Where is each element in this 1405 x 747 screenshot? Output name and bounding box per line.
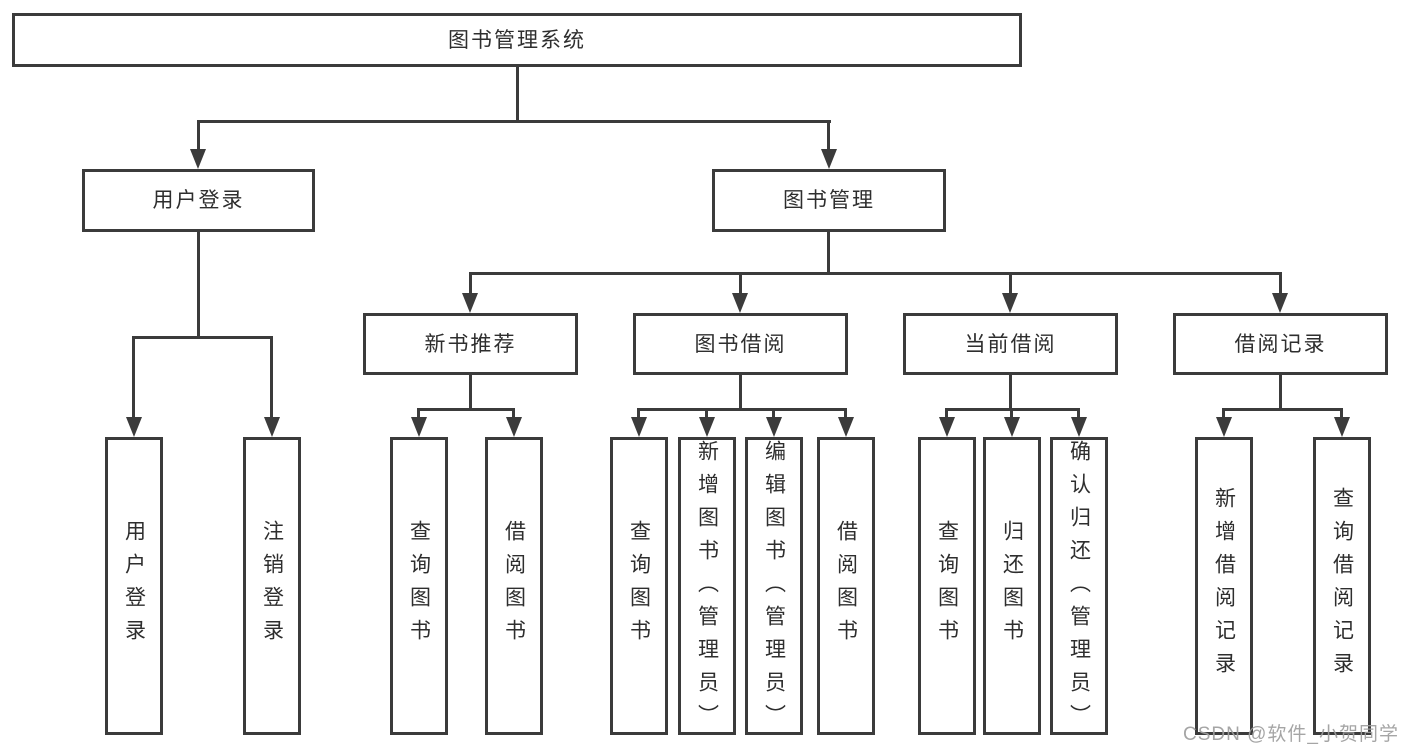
arrowhead-down-icon [1272,293,1288,313]
leaf-query-books-current: 查询图书 [918,437,976,735]
leaf-query-borrow-record: 查询借阅记录 [1313,437,1371,735]
node-book-borrowing: 图书借阅 [633,313,848,375]
leaf-return-books: 归还图书 [983,437,1041,735]
leaf-borrow-books-recommend: 借阅图书 [485,437,543,735]
connector-line [197,120,831,123]
connector-line [469,272,472,294]
connector-line [1077,408,1080,418]
connector-line [637,408,640,418]
connector-line [512,408,515,418]
leaf-logout: 注销登录 [243,437,301,735]
leaf-user-login: 用户登录 [105,437,163,735]
node-current-borrowing: 当前借阅 [903,313,1118,375]
arrowhead-down-icon [126,417,142,437]
arrowhead-down-icon [1334,417,1350,437]
connector-line [197,120,200,150]
leaf-query-books-recommend: 查询图书 [390,437,448,735]
node-book-management: 图书管理 [712,169,946,232]
node-user-login: 用户登录 [82,169,315,232]
arrowhead-down-icon [1002,293,1018,313]
connector-line [469,375,472,408]
connector-line [1279,375,1282,408]
connector-line [1010,408,1013,418]
connector-line [945,408,948,418]
arrowhead-down-icon [631,417,647,437]
leaf-add-books-admin: 新增图书（管理员） [678,437,736,737]
arrowhead-down-icon [462,293,478,313]
connector-line [417,408,420,418]
leaf-edit-books-admin: 编辑图书（管理员） [745,437,803,737]
arrowhead-down-icon [699,417,715,437]
connector-line [1222,408,1343,411]
connector-line [132,336,135,418]
arrowhead-down-icon [411,417,427,437]
connector-line [1222,408,1225,418]
connector-line [133,336,273,339]
arrowhead-down-icon [1071,417,1087,437]
connector-line [1009,272,1012,294]
connector-line [417,408,515,411]
leaf-borrow-books: 借阅图书 [817,437,875,735]
connector-line [827,232,830,272]
connector-line [270,336,273,418]
connector-line [1009,375,1012,408]
arrowhead-down-icon [838,417,854,437]
leaf-query-books-borrowing: 查询图书 [610,437,668,735]
arrowhead-down-icon [732,293,748,313]
connector-line [1279,272,1282,294]
node-root-system: 图书管理系统 [12,13,1022,67]
connector-line [739,272,742,294]
csdn-watermark: CSDN @软件_小贺同学 [1183,724,1399,745]
connector-line [469,272,1281,275]
leaf-add-borrow-record: 新增借阅记录 [1195,437,1253,735]
connector-line [1340,408,1343,418]
arrowhead-down-icon [190,149,206,169]
node-new-book-recommend: 新书推荐 [363,313,578,375]
arrowhead-down-icon [821,149,837,169]
arrowhead-down-icon [1004,417,1020,437]
arrowhead-down-icon [264,417,280,437]
connector-line [516,67,519,121]
connector-line [827,120,830,150]
arrowhead-down-icon [1216,417,1232,437]
connector-line [844,408,847,418]
connector-line [739,375,742,408]
connector-line [705,408,708,418]
leaf-confirm-return-admin: 确认归还（管理员） [1050,437,1108,737]
connector-line [637,408,846,411]
connector-line [197,232,200,336]
arrowhead-down-icon [766,417,782,437]
connector-line [772,408,775,418]
arrowhead-down-icon [939,417,955,437]
node-borrowing-records: 借阅记录 [1173,313,1388,375]
arrowhead-down-icon [506,417,522,437]
